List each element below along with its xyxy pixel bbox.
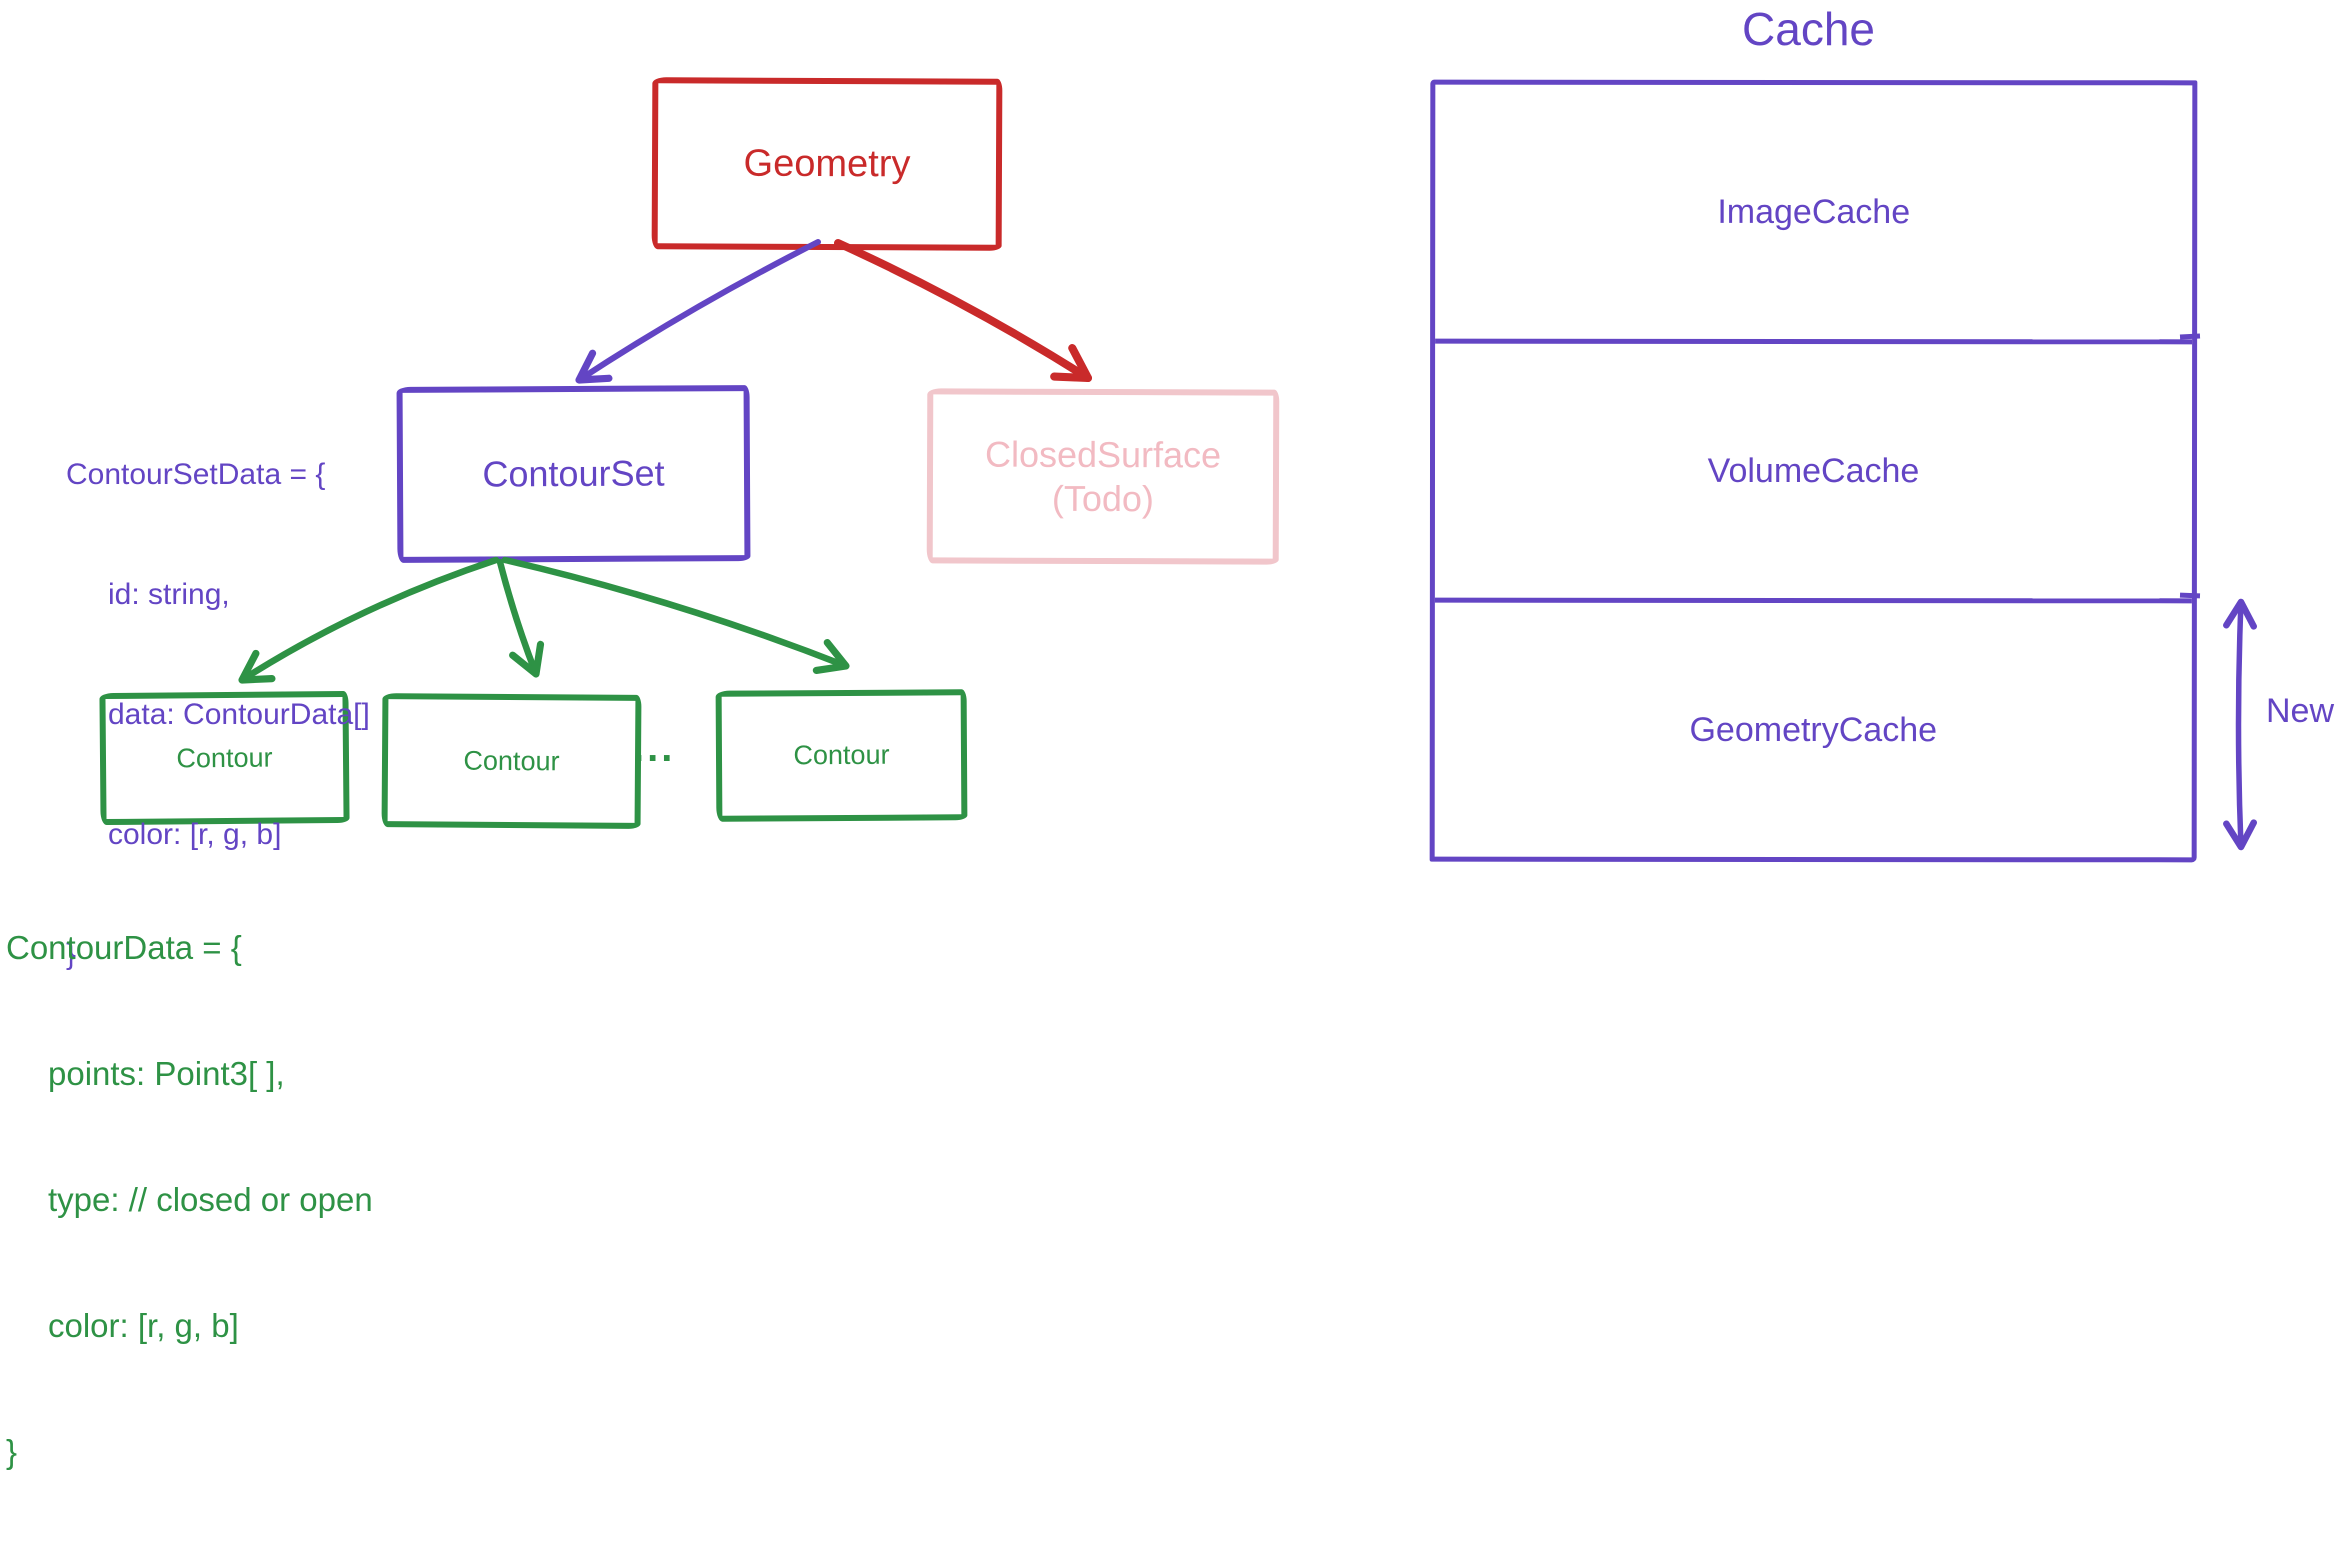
closedsurface-node: ClosedSurface (Todo) <box>926 388 1280 565</box>
annotation-line: color: [r, g, b] <box>48 1307 239 1344</box>
contour-node-2-label: Contour <box>463 745 560 776</box>
geometrycache-label: GeometryCache <box>1689 710 1938 749</box>
geometry-node-label: Geometry <box>743 142 911 185</box>
annotation-line: } <box>6 1433 18 1470</box>
arrow-geometry-to-closedsurface <box>834 239 1093 383</box>
annotation-line: points: Point3[ ], <box>48 1055 285 1092</box>
volumecache-label: VolumeCache <box>1707 451 1920 490</box>
contour-set-data-annotation: ContourSetData = { id: string, data: Con… <box>66 375 370 1055</box>
cache-divider-tick <box>2179 333 2201 340</box>
cache-section-imagecache: ImageCache <box>1435 85 2192 340</box>
annotation-line: type: // closed or open <box>48 1181 373 1218</box>
contour-data-annotation: ContourData = { points: Point3[ ], type:… <box>6 843 373 1557</box>
contourset-node-label: ContourSet <box>482 452 665 495</box>
annotation-line: ContourSetData = { <box>66 458 326 491</box>
cache-divider-tick <box>2179 592 2201 599</box>
closedsurface-node-label-line1: ClosedSurface <box>984 433 1222 475</box>
cache-section-geometrycache: GeometryCache <box>1434 597 2192 858</box>
new-range-arrow <box>2223 598 2258 851</box>
contour-node-3: Contour <box>715 689 968 822</box>
arrow-contourset-to-contour-2 <box>496 558 545 678</box>
annotation-line: id: string, <box>108 578 230 611</box>
cache-box: ImageCache VolumeCache GeometryCache <box>1429 79 2198 863</box>
closedsurface-node-label-line2: (Todo) <box>1051 477 1155 519</box>
contour-node-2: Contour <box>381 693 642 829</box>
cache-section-volumecache: VolumeCache <box>1434 338 2193 599</box>
cache-title: Cache <box>1742 3 1875 55</box>
annotation-line: data: ContourData[] <box>108 698 370 731</box>
new-label: New <box>2266 692 2335 730</box>
annotation-line: } <box>66 938 77 971</box>
annotation-line: color: [r, g, b] <box>108 818 282 851</box>
contourset-node: ContourSet <box>396 385 751 563</box>
imagecache-label: ImageCache <box>1717 192 1911 231</box>
geometry-node: Geometry <box>651 77 1003 251</box>
contour-ellipsis: ... <box>633 726 676 770</box>
annotation-line: ContourData = { <box>6 929 242 966</box>
contour-node-3-label: Contour <box>793 739 890 771</box>
arrow-geometry-to-contourset <box>575 239 821 384</box>
arrow-contourset-to-contour-3 <box>501 556 850 674</box>
whiteboard-canvas: Geometry ContourSet ClosedSurface (Todo)… <box>6 3 2335 1470</box>
